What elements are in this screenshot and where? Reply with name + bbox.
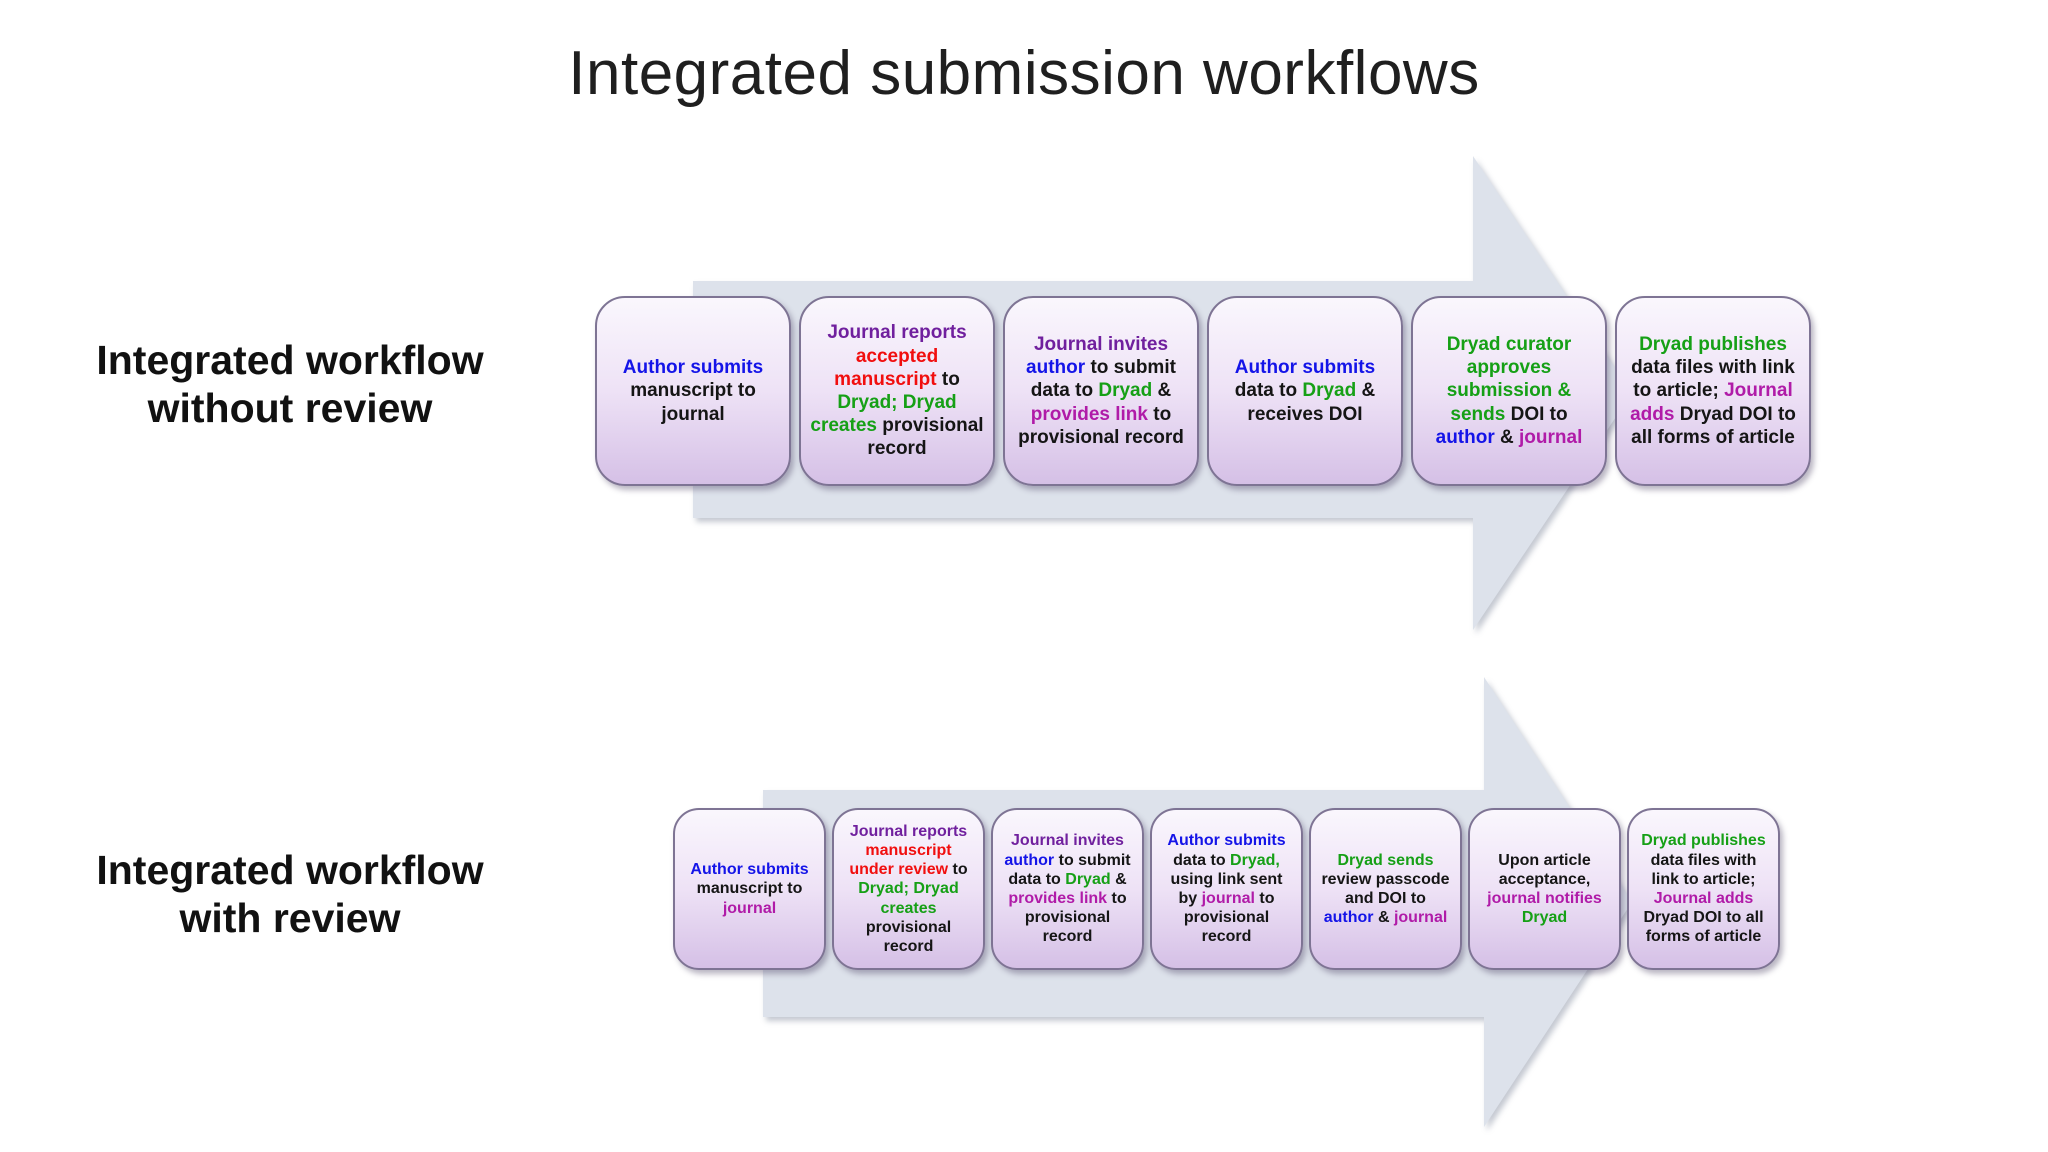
text-segment: Dryad bbox=[1098, 380, 1153, 402]
text-segment: Author submits bbox=[690, 861, 809, 879]
workflow-step-box: Author submits manuscript to journal bbox=[595, 296, 791, 486]
text-segment: journal bbox=[1393, 909, 1448, 927]
row-label-without-review: Integrated workflow without review bbox=[96, 337, 484, 432]
text-segment: Journal adds bbox=[1630, 380, 1793, 425]
workflow-step-box: Author submits manuscript to journal bbox=[673, 808, 826, 970]
workflow-step-text: Journal reports accepted manuscript to D… bbox=[801, 321, 993, 460]
text-segment: data to bbox=[1234, 380, 1298, 402]
text-segment: author bbox=[1435, 426, 1495, 448]
workflow-step-text: Journal invites author to submit data to… bbox=[993, 831, 1142, 946]
text-segment: journal bbox=[1519, 426, 1583, 448]
workflow-step-box: Author submits data to Dryad & receives … bbox=[1207, 296, 1403, 486]
text-segment: to bbox=[952, 861, 968, 879]
text-segment: Dryad, bbox=[1230, 851, 1280, 869]
slide-title: Integrated submission workflows bbox=[568, 39, 1480, 108]
text-segment: Dryad; Dryad creates bbox=[810, 392, 957, 437]
text-segment: provisional record bbox=[865, 918, 952, 955]
text-segment: using link sent by bbox=[1170, 870, 1283, 907]
text-segment: Author submits bbox=[1167, 832, 1286, 850]
text-segment: Dryad bbox=[1065, 870, 1111, 888]
workflow-step-text: Dryad publishes data files with link to … bbox=[1629, 831, 1778, 946]
workflow-step-text: Journal invites author to submit data to… bbox=[1005, 333, 1197, 449]
workflow-step-box: Journal invites author to submit data to… bbox=[1003, 296, 1199, 486]
text-segment: review passcode and DOI to bbox=[1321, 870, 1450, 907]
workflow-step-box: Journal reports accepted manuscript to D… bbox=[799, 296, 995, 486]
workflow-step-text: Author submits data to Dryad & receives … bbox=[1209, 356, 1401, 426]
text-segment: data to bbox=[1173, 851, 1226, 869]
text-segment: Journal adds bbox=[1653, 890, 1754, 907]
workflow-step-text: Journal reports manuscript under review … bbox=[834, 822, 983, 956]
workflow-step-box: Journal reports manuscript under review … bbox=[832, 808, 985, 970]
text-segment: & bbox=[1377, 909, 1390, 927]
workflow-step-box: Dryad publishes data files with link to … bbox=[1627, 808, 1780, 970]
text-segment: to provisional record bbox=[1024, 890, 1127, 946]
workflow-step-box: Dryad sends review passcode and DOI to a… bbox=[1309, 808, 1462, 970]
text-segment: provisional record bbox=[867, 415, 984, 460]
text-segment: data files with link to article; bbox=[1650, 851, 1757, 888]
text-segment: Journal reports bbox=[827, 322, 967, 344]
text-segment: Dryad publishes bbox=[1639, 334, 1787, 356]
text-segment: Journal reports bbox=[849, 822, 968, 840]
text-segment: accepted manuscript bbox=[834, 345, 939, 390]
text-segment: data files with link to article; bbox=[1631, 357, 1795, 402]
text-segment: author bbox=[1323, 909, 1374, 927]
text-segment: Dryad bbox=[1521, 909, 1568, 927]
text-segment: provides link bbox=[1008, 890, 1108, 907]
text-segment: Upon article acceptance, bbox=[1498, 851, 1591, 888]
text-segment: manuscript to bbox=[696, 880, 803, 898]
text-segment: author bbox=[1004, 851, 1055, 869]
text-segment: Dryad bbox=[1302, 380, 1357, 402]
text-segment: journal bbox=[1201, 890, 1255, 907]
text-segment: journal bbox=[722, 899, 777, 917]
workflow-step-text: Upon article acceptance, journal notifie… bbox=[1470, 851, 1619, 928]
workflow-step-text: Dryad curator approves submission & send… bbox=[1413, 333, 1605, 449]
workflow-step-box: Journal invites author to submit data to… bbox=[991, 808, 1144, 970]
text-segment: to submit data to bbox=[1030, 357, 1176, 402]
text-segment: & bbox=[1115, 870, 1127, 888]
text-segment: Dryad sends bbox=[1337, 851, 1434, 869]
text-segment: Dryad DOI to all forms of article bbox=[1631, 403, 1796, 448]
text-segment: Author submits bbox=[622, 357, 764, 379]
workflow-step-box: Dryad publishes data files with link to … bbox=[1615, 296, 1811, 486]
workflow-step-text: Author submits data to Dryad, using link… bbox=[1152, 831, 1301, 946]
text-segment: provides link bbox=[1030, 403, 1148, 425]
text-segment: author bbox=[1026, 357, 1086, 379]
text-segment: & receives DOI bbox=[1247, 380, 1376, 425]
workflow-step-box: Dryad curator approves submission & send… bbox=[1411, 296, 1607, 486]
workflow-step-text: Dryad sends review passcode and DOI to a… bbox=[1311, 851, 1460, 928]
text-segment: Dryad; Dryad creates bbox=[858, 880, 959, 917]
text-segment: to provisional record bbox=[1018, 403, 1184, 448]
text-segment: & bbox=[1500, 426, 1514, 448]
text-segment: Dryad curator approves submission & send… bbox=[1446, 334, 1572, 425]
workflow-step-text: Author submits manuscript to journal bbox=[597, 356, 789, 426]
text-segment: Author submits bbox=[1234, 357, 1376, 379]
text-segment: to provisional record bbox=[1183, 890, 1275, 946]
text-segment: to bbox=[941, 368, 960, 390]
workflow-step-text: Dryad publishes data files with link to … bbox=[1617, 333, 1809, 449]
text-segment: Dryad publishes bbox=[1641, 832, 1766, 850]
workflow-step-box: Author submits data to Dryad, using link… bbox=[1150, 808, 1303, 970]
text-segment: Journal invites bbox=[1033, 334, 1169, 356]
text-segment: Journal invites bbox=[1011, 832, 1124, 850]
text-segment: manuscript under review bbox=[849, 842, 952, 879]
text-segment: Dryad DOI to all forms of article bbox=[1643, 909, 1764, 946]
text-segment: journal notifies bbox=[1487, 890, 1602, 907]
text-segment: to submit data to bbox=[1008, 851, 1131, 888]
workflow-step-text: Author submits manuscript to journal bbox=[675, 860, 824, 918]
workflow-step-box: Upon article acceptance, journal notifie… bbox=[1468, 808, 1621, 970]
text-segment: DOI to bbox=[1510, 403, 1568, 425]
text-segment: manuscript to journal bbox=[630, 380, 756, 425]
text-segment: & bbox=[1157, 380, 1172, 402]
row-label-with-review: Integrated workflow with review bbox=[96, 847, 484, 942]
